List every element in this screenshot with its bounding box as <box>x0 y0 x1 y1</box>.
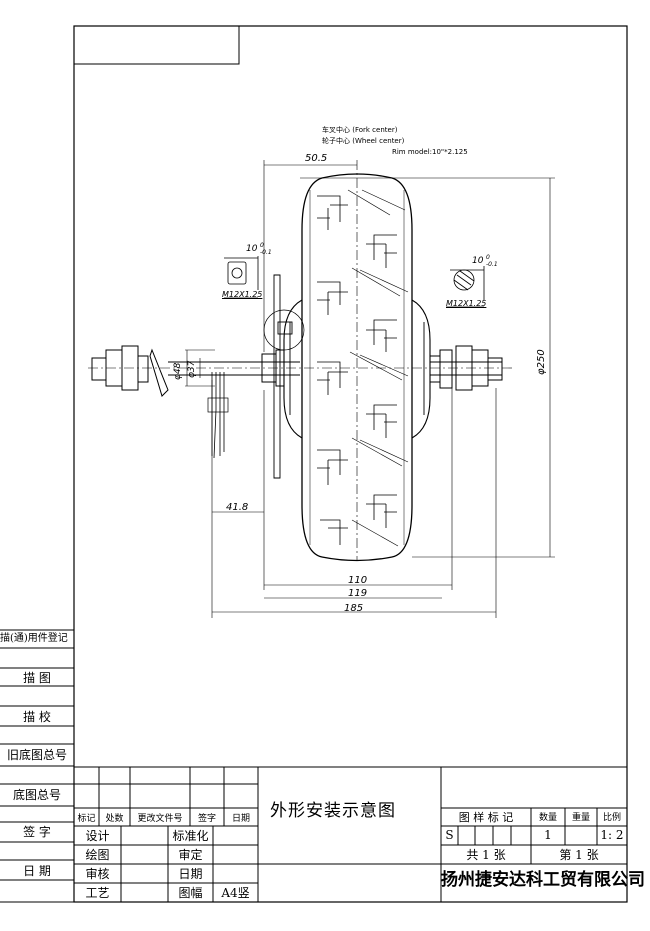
dim-50-5: 50.5 <box>305 153 328 164</box>
tb-draw: 绘图 <box>85 848 110 862</box>
dim-10-left: 10 <box>246 244 258 254</box>
thread-detail-right <box>446 266 485 308</box>
tb-review: 审核 <box>85 867 110 881</box>
side-date: 日 期 <box>23 864 51 878</box>
axle-right <box>429 345 503 391</box>
side-trace-check: 描 校 <box>23 710 51 724</box>
dim-48: φ48 <box>173 362 183 380</box>
tb-total-sheets: 共 1 张 <box>466 848 506 862</box>
thread-detail-left <box>224 256 259 299</box>
tb-h-weight: 重量 <box>571 813 590 823</box>
tb-h-count: 处数 <box>105 814 124 824</box>
tb-h-scale: 比例 <box>602 813 621 823</box>
dimension-lines <box>185 160 555 618</box>
title-block-grid <box>74 766 627 902</box>
axle-left <box>91 345 300 397</box>
thread-left-label: M12X1.25 <box>222 290 263 299</box>
tb-quantity-value: 1 <box>544 828 552 842</box>
side-registry: 描(通)用件登记 <box>0 633 68 644</box>
wheel-drawing <box>88 160 555 618</box>
tol-right-bottom: -0.1 <box>486 261 498 268</box>
dim-41-8: 41.8 <box>226 502 249 513</box>
tb-process: 工艺 <box>85 886 110 900</box>
note-wheel-center: 轮子中心 (Wheel center) <box>322 137 405 145</box>
corner-box <box>73 25 240 65</box>
company-name: 扬州捷安达科工贸有限公司 <box>441 870 645 890</box>
tb-scale-value: 1: 2 <box>600 828 624 842</box>
side-trace: 描 图 <box>23 671 51 685</box>
tread-diagonals <box>347 189 409 547</box>
dim-10-right: 10 <box>472 256 484 266</box>
dim-37: φ37 <box>187 360 197 378</box>
tb-standardize: 标准化 <box>172 829 209 843</box>
side-signature: 签 字 <box>23 825 51 839</box>
drawing-title: 外形安装示意图 <box>270 801 396 821</box>
tb-date: 日期 <box>178 867 203 881</box>
tb-approve: 审定 <box>178 848 203 862</box>
tol-left-top: 0 <box>260 242 264 249</box>
tb-sheet-no: 第 1 张 <box>559 848 599 862</box>
side-base-no: 底图总号 <box>12 788 61 802</box>
sheet-border <box>73 25 628 903</box>
tread-right <box>366 234 397 528</box>
motor-cable <box>211 372 225 459</box>
tb-h-quantity: 数量 <box>538 813 557 823</box>
note-rim-model: Rim model:10"*2.125 <box>392 148 468 156</box>
side-old-base-no: 旧底图总号 <box>6 748 67 762</box>
dim-119: 119 <box>348 588 368 599</box>
tread-left <box>317 195 348 545</box>
tb-sheet-size-label: 图幅 <box>178 886 203 900</box>
tb-h-drawing-mark: 图 样 标 记 <box>458 811 514 824</box>
side-panel-grid <box>0 629 74 903</box>
tb-design: 设计 <box>85 829 110 843</box>
tol-right-top: 0 <box>486 254 490 261</box>
thread-right-label: M12X1.25 <box>446 299 487 308</box>
tb-h-change-doc: 更改文件号 <box>137 814 183 824</box>
dim-185: 185 <box>344 603 364 614</box>
tb-mark-value: S <box>445 828 454 842</box>
tb-h-sign: 签字 <box>197 814 216 824</box>
tb-sheet-size: A4竖 <box>221 886 250 900</box>
dim-250: φ250 <box>536 349 547 375</box>
tb-h-mark: 标记 <box>77 814 96 824</box>
dim-110: 110 <box>348 575 368 586</box>
tb-h-date: 日期 <box>231 814 250 824</box>
tol-left-bottom: -0.1 <box>260 249 272 256</box>
hub-outline <box>283 299 303 439</box>
fork-plate <box>273 274 281 479</box>
note-fork-center: 车叉中心 (Fork center) <box>322 126 398 134</box>
